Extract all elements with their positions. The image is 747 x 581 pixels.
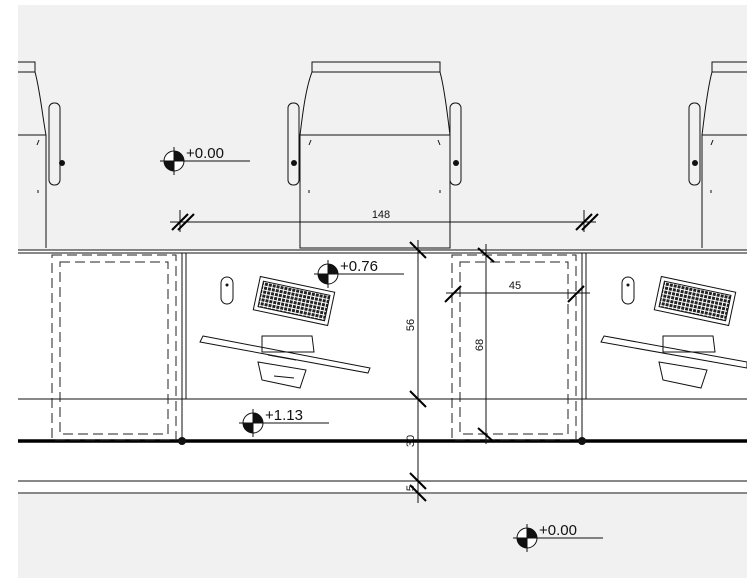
lower-floor-area [18, 494, 747, 578]
monitor-icon [600, 335, 747, 389]
chair-left [18, 61, 65, 248]
dimension-cabinet-depth: 68 [474, 244, 495, 444]
level-label: +0.00 [186, 145, 224, 162]
chair-center [287, 61, 462, 249]
desk-zone [18, 250, 747, 494]
dimension-label: 45 [509, 280, 521, 292]
chair-right [688, 61, 747, 248]
level-label: +0.00 [539, 522, 577, 539]
dimension-label: 56 [405, 319, 417, 331]
keyboard-icon [252, 275, 336, 327]
workstation-right [600, 275, 747, 389]
level-label: +1.13 [265, 407, 303, 424]
workstation-center [199, 275, 371, 389]
level-marker-counter: +1.13 [239, 407, 329, 437]
dimension-vertical-chain: 56 30 5 [405, 240, 427, 503]
monitor-icon [199, 335, 371, 389]
level-marker-desk: +0.76 [314, 258, 404, 288]
dimension-label: 148 [372, 209, 390, 221]
cabinet-right [451, 254, 577, 441]
keyboard-icon [653, 275, 737, 327]
dimension-seat-width: 148 [170, 209, 599, 232]
level-marker-bottom-floor: +0.00 [513, 522, 603, 552]
upper-floor-area [18, 5, 747, 250]
dimension-label: 5 [405, 485, 417, 491]
mouse-icon [220, 276, 234, 305]
dimension-label: 30 [405, 435, 417, 447]
dimension-label: 68 [474, 339, 486, 351]
mouse-icon [621, 276, 635, 305]
level-marker-top-floor: +0.00 [160, 145, 250, 175]
level-label: +0.76 [340, 258, 378, 275]
cabinet-left [51, 254, 177, 441]
dimension-cabinet-width: 45 [444, 280, 590, 303]
